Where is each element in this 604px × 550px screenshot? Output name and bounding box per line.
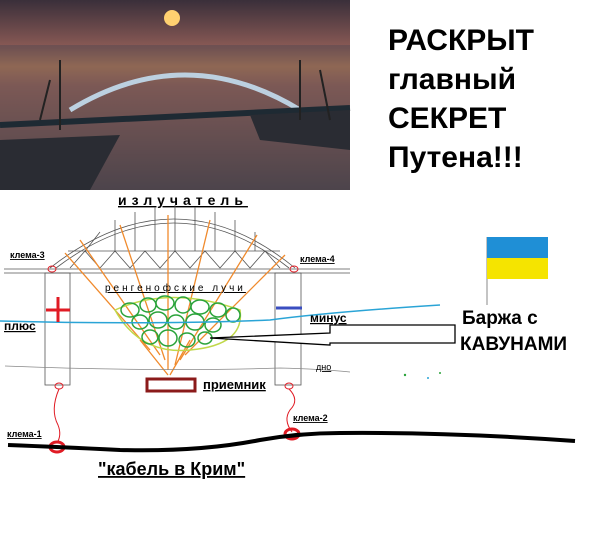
- arrow-to-barge: [209, 324, 456, 346]
- x-rays: [64, 215, 286, 376]
- headline: РАСКРЫТ главный СЕКРЕТ Путена!!!: [388, 24, 534, 174]
- emitter-label: излучатель: [118, 192, 248, 208]
- barge-label-line-1: Баржа с: [462, 308, 538, 329]
- headline-line-2: главный: [388, 63, 516, 96]
- plus-label: плюс: [4, 319, 36, 333]
- cable-label: "кабель в Крим": [98, 459, 245, 479]
- water-line: [0, 304, 441, 324]
- clamp-1-label: клема-1: [7, 429, 42, 439]
- receiver: [145, 377, 197, 393]
- bridge-arch: [4, 205, 350, 386]
- headline-line-3: СЕКРЕТ: [388, 102, 506, 135]
- bridge-photo: [0, 0, 351, 190]
- plus-sign: [46, 297, 70, 322]
- bottom-line: [4, 365, 351, 373]
- headline-line-1: РАСКРЫТ: [388, 24, 534, 57]
- receiver-label: приемник: [203, 377, 266, 392]
- stray-dots: [403, 372, 441, 379]
- watermelon-pile: [113, 295, 242, 352]
- rays-label: ренгенофские лучи: [105, 282, 246, 294]
- clamp-4-label: клема-4: [300, 254, 335, 264]
- clamp-2-label: клема-2: [293, 413, 328, 423]
- sun-icon: [164, 10, 180, 26]
- barge-label-line-2: КАВУНАМИ: [460, 334, 567, 355]
- ukraine-flag: [486, 237, 548, 305]
- headline-line-4: Путена!!!: [388, 141, 523, 174]
- clamp-3-label: клема-3: [10, 250, 45, 260]
- cable: [7, 430, 576, 453]
- minus-label: минус: [310, 311, 347, 325]
- bottom-label: дно: [316, 362, 331, 372]
